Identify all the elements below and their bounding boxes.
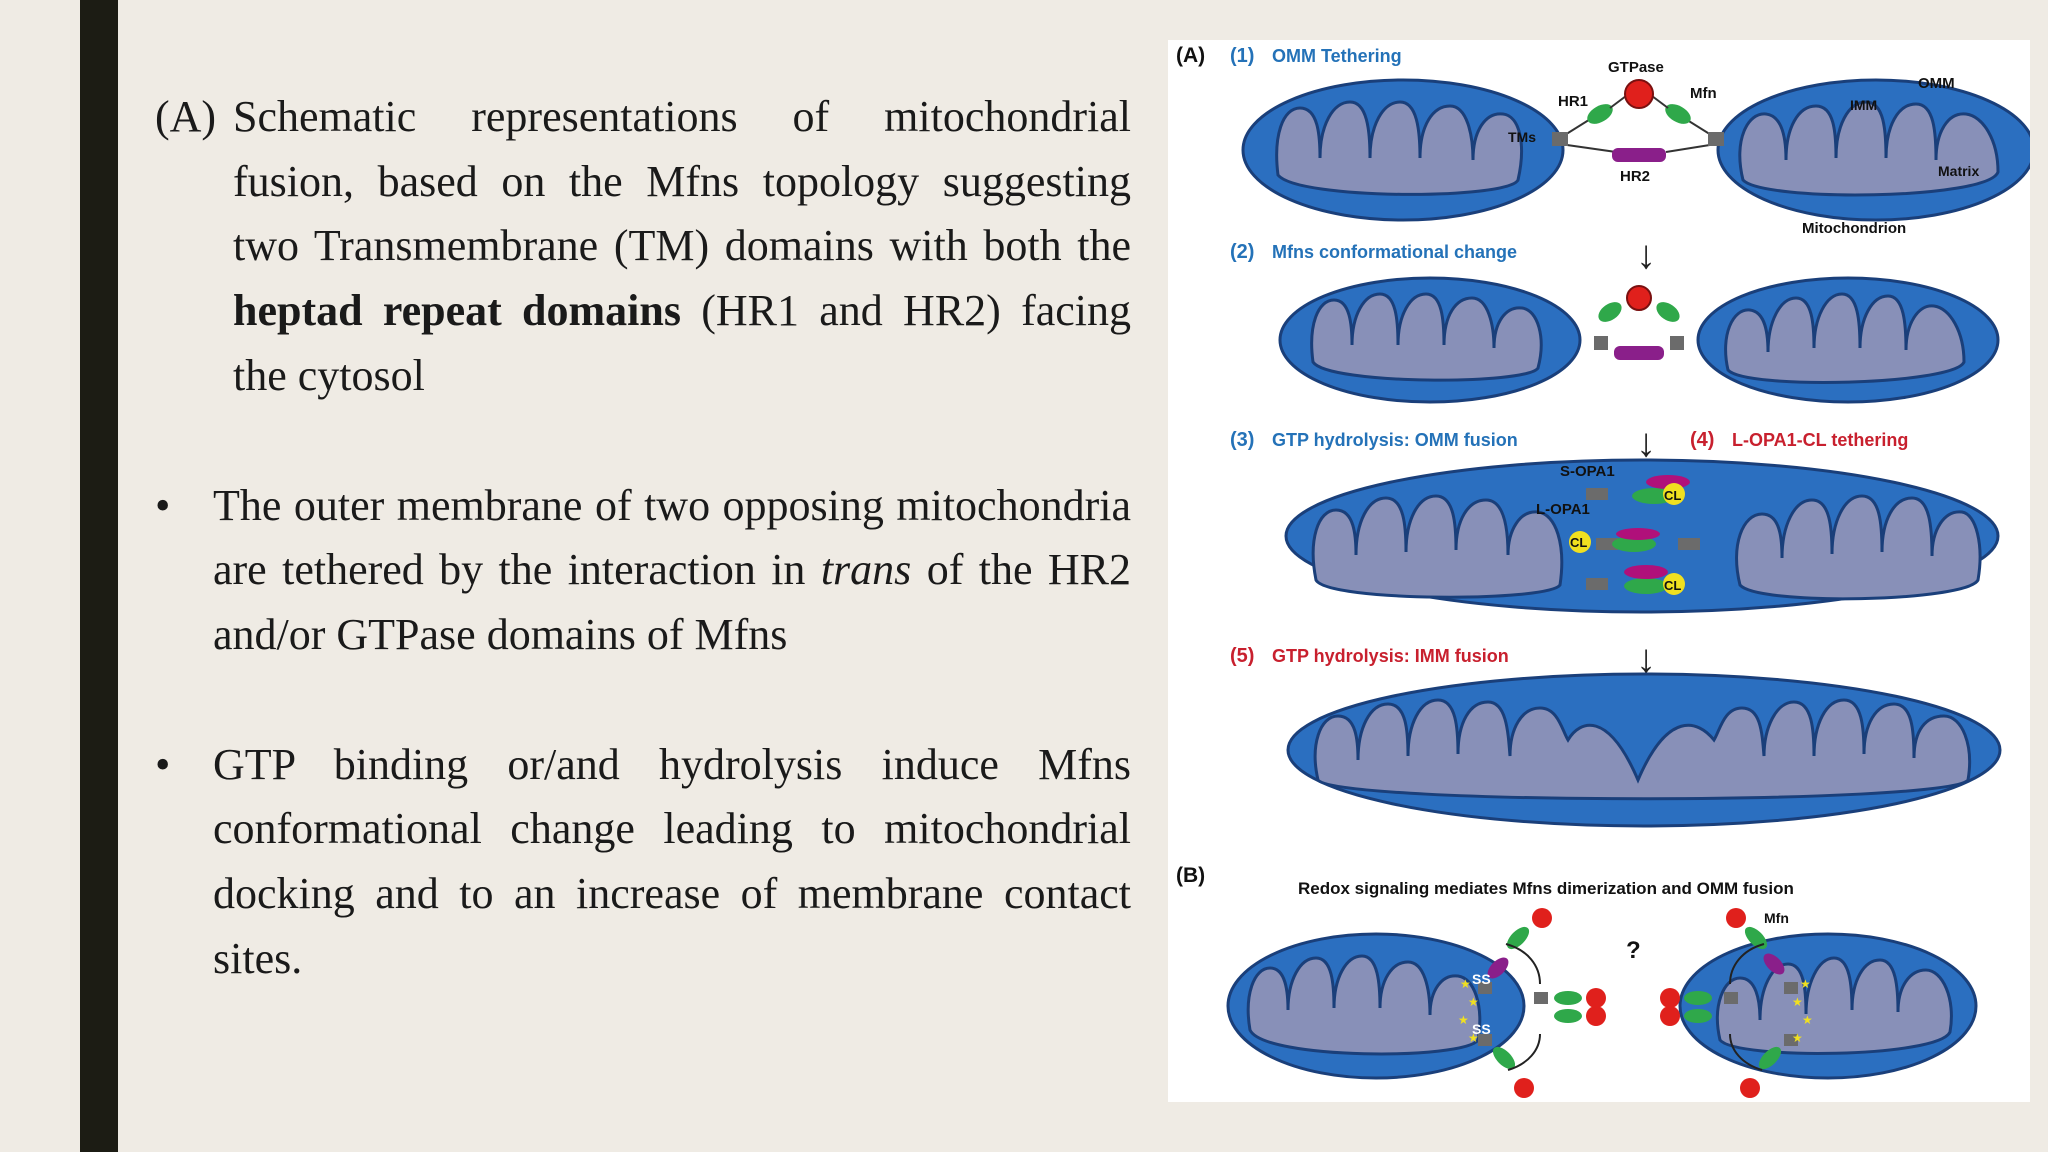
step3-arrow: ↓	[1636, 421, 1656, 465]
curved-arrow-3	[1729, 943, 1765, 985]
imm-label: IMM	[1850, 97, 1877, 113]
cl-label-3: CL	[1664, 578, 1681, 593]
panel-b-left-mitochondrion	[1226, 932, 1526, 1080]
panel-a-label: (A)	[1176, 44, 1205, 67]
redox-title: Redox signaling mediates Mfns dimerizati…	[1298, 879, 1794, 898]
step2-right-mitochondrion	[1696, 276, 2000, 404]
tms-label: TMs	[1508, 129, 1536, 145]
curved-arrow-4	[1729, 1033, 1763, 1071]
step5-label: GTP hydrolysis: IMM fusion	[1272, 646, 1509, 666]
step5-number: (5)	[1230, 645, 1254, 667]
bullet-1-text-2: of the HR2 and/or GTPase domains of Mfns	[213, 545, 1131, 659]
bullet-2: • GTP binding or/and hydrolysis induce Mf…	[155, 733, 1131, 992]
paragraph-a-text-2: (HR1 and HR2) facing the cytosol	[233, 286, 1132, 400]
step1-right-mitochondrion	[1716, 78, 2030, 222]
sidebar-bar	[80, 0, 118, 1152]
svg-text:★: ★	[1468, 995, 1479, 1009]
cl-label-2: CL	[1570, 535, 1587, 550]
cl-label-1: CL	[1664, 488, 1681, 503]
ss-label-1: SS	[1472, 971, 1491, 987]
opa1-complexes	[1569, 475, 1700, 595]
ss-label-2: SS	[1472, 1021, 1491, 1037]
step1-mfn-complex	[1552, 79, 1724, 162]
step3-number: (3)	[1230, 429, 1254, 451]
omm-label: OMM	[1918, 75, 1955, 92]
step1-left-mitochondrion	[1241, 78, 1565, 222]
step2-number: (2)	[1230, 241, 1254, 263]
bullet-2-text: GTP binding or/and hydrolysis induce Mfn…	[213, 739, 1131, 983]
question-mark: ?	[1626, 937, 1641, 964]
bullet-1-dot: •	[155, 480, 171, 530]
step2-left-mitochondrion	[1278, 276, 1582, 404]
step5-arrow: ↓	[1636, 637, 1656, 681]
svg-text:★: ★	[1460, 977, 1471, 991]
text-block: (A) Schematic representations of mitochon…	[155, 85, 1131, 991]
svg-text:★: ★	[1468, 1031, 1479, 1045]
svg-text:★: ★	[1800, 977, 1811, 991]
svg-text:★: ★	[1792, 995, 1803, 1009]
mfn-b-label: Mfn	[1764, 910, 1789, 926]
bullet-2-dot: •	[155, 739, 171, 789]
svg-text:★: ★	[1802, 1013, 1813, 1027]
paragraph-a: (A) Schematic representations of mitochon…	[155, 85, 1131, 409]
curved-arrow-2	[1507, 1033, 1541, 1071]
s-opa1-label: S-OPA1	[1560, 463, 1615, 480]
step1-number: (1)	[1230, 45, 1254, 67]
step3-fused-mitochondrion	[1284, 458, 2000, 614]
paragraph-a-label: (A)	[155, 92, 217, 141]
paragraph-a-text-1: Schematic representations of mitochondri…	[233, 92, 1131, 271]
step4-label: L-OPA1-CL tethering	[1732, 430, 1908, 450]
panel-b-right-mitochondrion	[1678, 932, 1978, 1080]
hr1-label: HR1	[1558, 93, 1588, 110]
paragraph-a-bold: heptad repeat domains	[233, 286, 681, 336]
mitochondrion-label: Mitochondrion	[1802, 220, 1906, 237]
svg-text:★: ★	[1458, 1013, 1469, 1027]
bullet-1: • The outer membrane of two opposing mito…	[155, 474, 1131, 668]
mitochondrial-fusion-figure: (A) (1) OMM Tethering GTPase HR1 Mfn OMM…	[1168, 40, 2030, 1102]
bullet-1-italic: trans	[820, 545, 912, 595]
step3-label: GTP hydrolysis: OMM fusion	[1272, 430, 1518, 450]
gtpase-label: GTPase	[1608, 59, 1664, 76]
step5-fused-mitochondrion	[1286, 672, 2002, 828]
step1-label: OMM Tethering	[1272, 46, 1402, 66]
step2-label: Mfns conformational change	[1272, 242, 1517, 262]
bullet-1-text-1: The outer membrane of two opposing mitoc…	[213, 480, 1131, 595]
panel-b-yellow-stars: ★ ★ ★ ★ ★ ★ ★ ★	[1458, 977, 1813, 1045]
mfn-label: Mfn	[1690, 85, 1717, 102]
matrix-label: Matrix	[1938, 163, 1979, 179]
l-opa1-label: L-OPA1	[1536, 501, 1590, 518]
step2-arrow: ↓	[1636, 233, 1656, 277]
panel-b-label: (B)	[1176, 864, 1205, 887]
curved-arrow-1	[1505, 943, 1541, 985]
hr2-label: HR2	[1620, 168, 1650, 185]
step4-number: (4)	[1690, 429, 1714, 451]
svg-text:★: ★	[1792, 1031, 1803, 1045]
panel-b-mfn-constructs	[1478, 908, 1798, 1098]
step2-mfn-complex	[1594, 285, 1684, 360]
